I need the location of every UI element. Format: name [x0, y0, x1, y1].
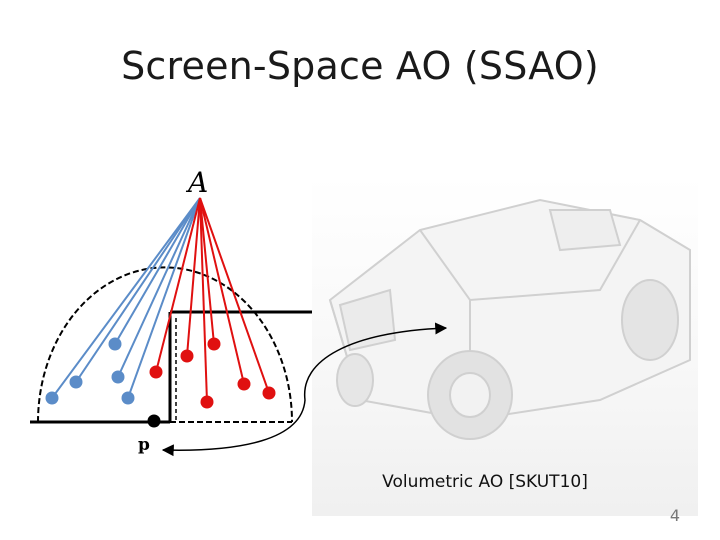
render-caption: Volumetric AO [SKUT10] [382, 472, 588, 492]
sample-rays [51, 197, 270, 403]
sample-point [180, 349, 194, 363]
truck-render [328, 198, 691, 440]
arrow-to-point [161, 399, 306, 457]
sample-point [207, 337, 221, 351]
sample-point [262, 386, 276, 400]
sample-point [108, 337, 122, 351]
sample-point [69, 375, 83, 389]
sample-point [45, 391, 59, 405]
arrow-to-render [304, 322, 448, 401]
slide-number: 4 [669, 506, 680, 525]
point-label: p [138, 435, 150, 455]
scene-geometry [30, 310, 312, 424]
slide-title: Screen-Space AO (SSAO) [121, 44, 599, 88]
sample-point [237, 377, 251, 391]
unoccluded-samples [45, 337, 135, 405]
sampling-hemisphere [37, 266, 293, 423]
sample-point [200, 395, 214, 409]
eye-label: A [185, 166, 208, 199]
sample-point [121, 391, 135, 405]
shading-point-p [147, 414, 161, 428]
occluded-samples [149, 337, 276, 409]
sample-point [111, 370, 125, 384]
sample-point [149, 365, 163, 379]
